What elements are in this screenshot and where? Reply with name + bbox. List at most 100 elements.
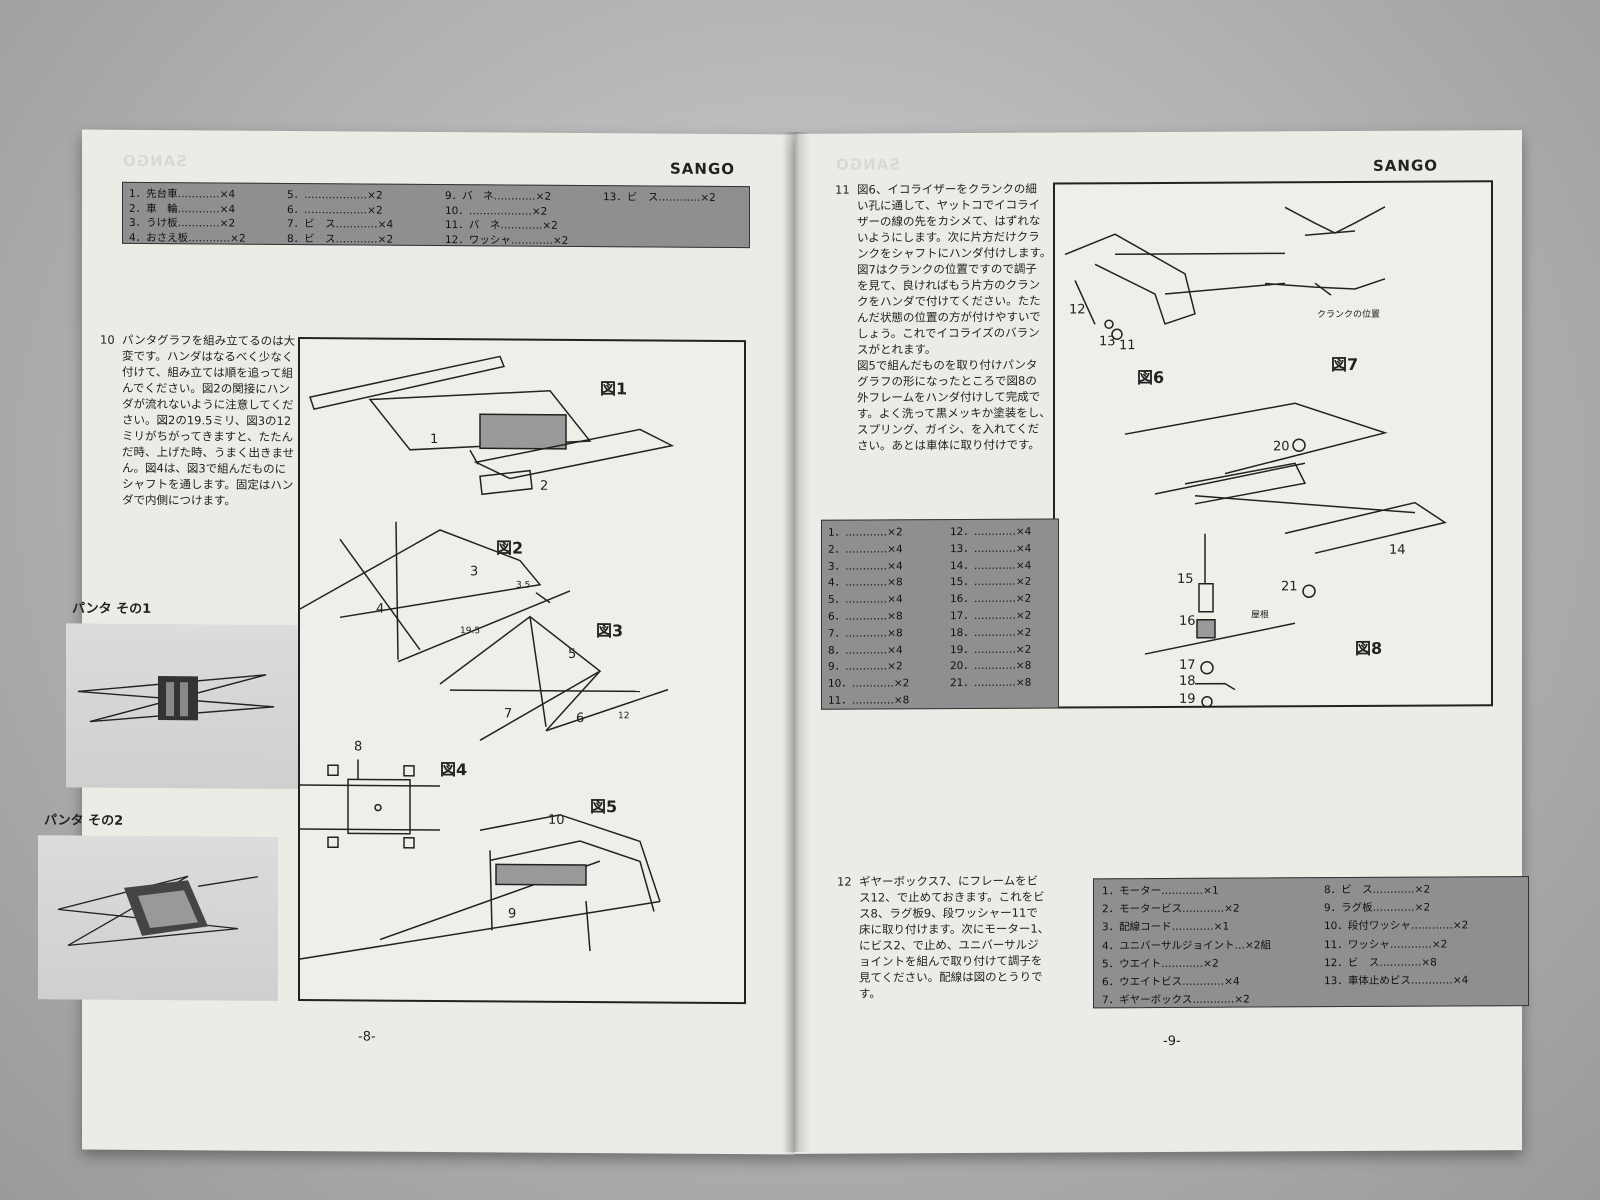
step-number: 10	[100, 332, 115, 347]
parts-table-cell: 6．…………×8	[828, 610, 903, 623]
text-line: い孔に通して、ヤットコでイコライ	[857, 197, 1041, 213]
parts-table-cell: 13．ビ ス…………×2	[603, 191, 716, 204]
parts-table-cell: 13．車体止めビス…………×4	[1324, 974, 1469, 988]
parts-table-cell: 17．…………×2	[950, 609, 1032, 623]
parts-table-cell: 8．…………×4	[828, 643, 903, 657]
text-line: しょう。これでイコライズのバラン	[857, 325, 1040, 341]
parts-table-cell: 11．…………×8	[828, 694, 910, 707]
callout-1: 1	[430, 431, 439, 447]
parts-table-cell: 10．………………×2	[445, 204, 548, 218]
parts-table-cell: 7．…………×8	[828, 627, 903, 640]
step-11-text: 11 図6、イコライザーをクランクの細い孔に通して、ヤットコでイコライザーの線の…	[835, 180, 1077, 453]
text-line: ンクをシャフトにハンダ付けします。	[857, 245, 1052, 261]
text-line: ス12、で止めておきます。これをビ	[859, 889, 1045, 905]
parts-table-cell: 6．………………×2	[287, 203, 383, 217]
photo2-caption: パンタ その2	[44, 813, 124, 829]
text-line: 床に取り付けます。次にモーター1、	[859, 921, 1050, 937]
pantograph-photo-2-drawing	[57, 875, 259, 947]
callout-2: 2	[540, 478, 549, 494]
parts-table-cell: 12．…………×4	[950, 525, 1032, 539]
dimension-3-5: 3.5	[516, 580, 531, 591]
parts-table-cell: 4．おさえ板…………×2	[129, 231, 246, 245]
callout-18: 18	[1179, 673, 1196, 689]
callout-9: 9	[508, 906, 517, 922]
text-line: ザーの線の先をカシメて、はずれな	[857, 213, 1041, 229]
fig6-label: 図6	[1137, 367, 1165, 388]
page-number-9: -9-	[1163, 1033, 1181, 1049]
parts-table-cell: 21．…………×8	[950, 676, 1032, 690]
callout-10: 10	[548, 812, 565, 828]
callout-21: 21	[1281, 579, 1298, 595]
parts-table-cell: 20．…………×8	[950, 660, 1032, 673]
callout-11: 11	[1119, 338, 1136, 354]
fig2-label: 図2	[496, 538, 524, 558]
text-line: んだ状態の位置の方が付けやすいで	[857, 309, 1041, 325]
brand-logo: SANGO	[670, 159, 736, 179]
parts-table-cell: 2．…………×4	[828, 543, 903, 556]
parts-table-cell: 8．ビ ス…………×2	[287, 232, 394, 246]
callout-7: 7	[504, 706, 513, 722]
text-line: さい。あとは車体に取り付けです。	[857, 437, 1040, 453]
text-line: 見てください。配線は図のとうりで	[859, 969, 1043, 985]
parts-table-cell: 5．…………×4	[828, 593, 903, 606]
parts-table-cell: 16．…………×2	[950, 592, 1032, 606]
callout-3: 3	[470, 564, 479, 580]
bleed-through-text: SANGO	[835, 155, 901, 174]
fig3-label: 図3	[596, 621, 624, 641]
fig1-label: 図1	[600, 379, 628, 399]
parts-table-cell: 8．ビ ス…………×2	[1324, 883, 1431, 897]
fig5-label: 図5	[590, 797, 618, 817]
booklet-spine	[782, 132, 810, 1152]
parts-table-cell: 9．ラグ板…………×2	[1324, 901, 1431, 915]
brand-logo: SANGO	[1373, 156, 1439, 175]
parts-table-cell: 5．ウエイト…………×2	[1102, 957, 1219, 971]
dimension-12: 12	[618, 711, 630, 722]
step-number: 12	[837, 874, 852, 889]
crank-position-note: クランクの位置	[1317, 309, 1381, 321]
text-line: す。よく洗って黒メッキか塗装をし、	[857, 405, 1051, 421]
parts-table-cell: 3．うけ板…………×2	[129, 216, 236, 230]
parts-table-cell: 18．…………×2	[950, 626, 1032, 639]
callout-4: 4	[376, 601, 385, 617]
bleed-through-text: SANGO	[122, 151, 188, 171]
fig8-label: 図8	[1355, 638, 1383, 658]
parts-table-cell: 11．バ ネ…………×2	[445, 219, 558, 232]
callout-12: 12	[1069, 302, 1086, 318]
parts-table-cell: 12．ワッシャ…………×2	[445, 233, 569, 247]
text-line: 外フレームをハンダ付けして完成で	[857, 389, 1041, 405]
pantograph-photo-1	[66, 623, 298, 790]
text-line: 図5で組んだものを取り付けパンタ	[857, 357, 1038, 373]
parts-table-cell: 5．………………×2	[287, 188, 383, 202]
text-line: す。	[859, 986, 881, 1001]
photo1-caption: パンタ その1	[72, 601, 152, 617]
parts-table-cell: 7．ギヤーボックス…………×2	[1102, 993, 1250, 1007]
parts-table-cell: 19．…………×2	[950, 643, 1032, 656]
callout-16: 16	[1179, 613, 1196, 629]
parts-table-cell: 2．車 輪…………×4	[129, 202, 236, 216]
callout-6: 6	[576, 710, 585, 727]
text-line: ス8、ラグ板9、段ワッシャー11で	[859, 905, 1038, 921]
figure-panel-left: 図1 図2 図3 図4 図5 1 2 3 4 5 6 7 8 9 10 3.5 …	[298, 337, 746, 1005]
parts-table-cell: 4．…………×8	[828, 576, 903, 590]
callout-14: 14	[1389, 542, 1406, 558]
parts-table-cell: 9．バ ネ…………×2	[445, 190, 552, 203]
parts-table-cell: 13．…………×4	[950, 542, 1032, 555]
page-9: SANGO SANGO 11 図6、イコライザーをクランクの細い孔に通して、ヤッ…	[795, 130, 1529, 1154]
parts-table-cell: 11．ワッシャ…………×2	[1324, 938, 1448, 951]
parts-table-cell: 15．…………×2	[950, 576, 1032, 589]
parts-table-cell: 9．…………×2	[828, 660, 903, 674]
callout-15: 15	[1177, 571, 1194, 587]
text-line: にビス2、で止め、ユニバーサルジ	[859, 937, 1039, 953]
figures-6-to-8	[1064, 206, 1447, 708]
text-line: 図7はクランクの位置ですので調子	[857, 261, 1037, 277]
text-line: スプリング、ガイシ、を入れてくだ	[857, 421, 1040, 437]
text-line: ギヤーボックス7、にフレームをビ	[859, 873, 1039, 889]
parts-table-cell: 1．モーター…………×1	[1102, 884, 1219, 898]
callout-13: 13	[1099, 334, 1116, 350]
dimension-19-5: 19.5	[460, 626, 481, 637]
parts-table-cell: 10．…………×2	[828, 677, 910, 690]
step-number: 11	[835, 182, 850, 197]
